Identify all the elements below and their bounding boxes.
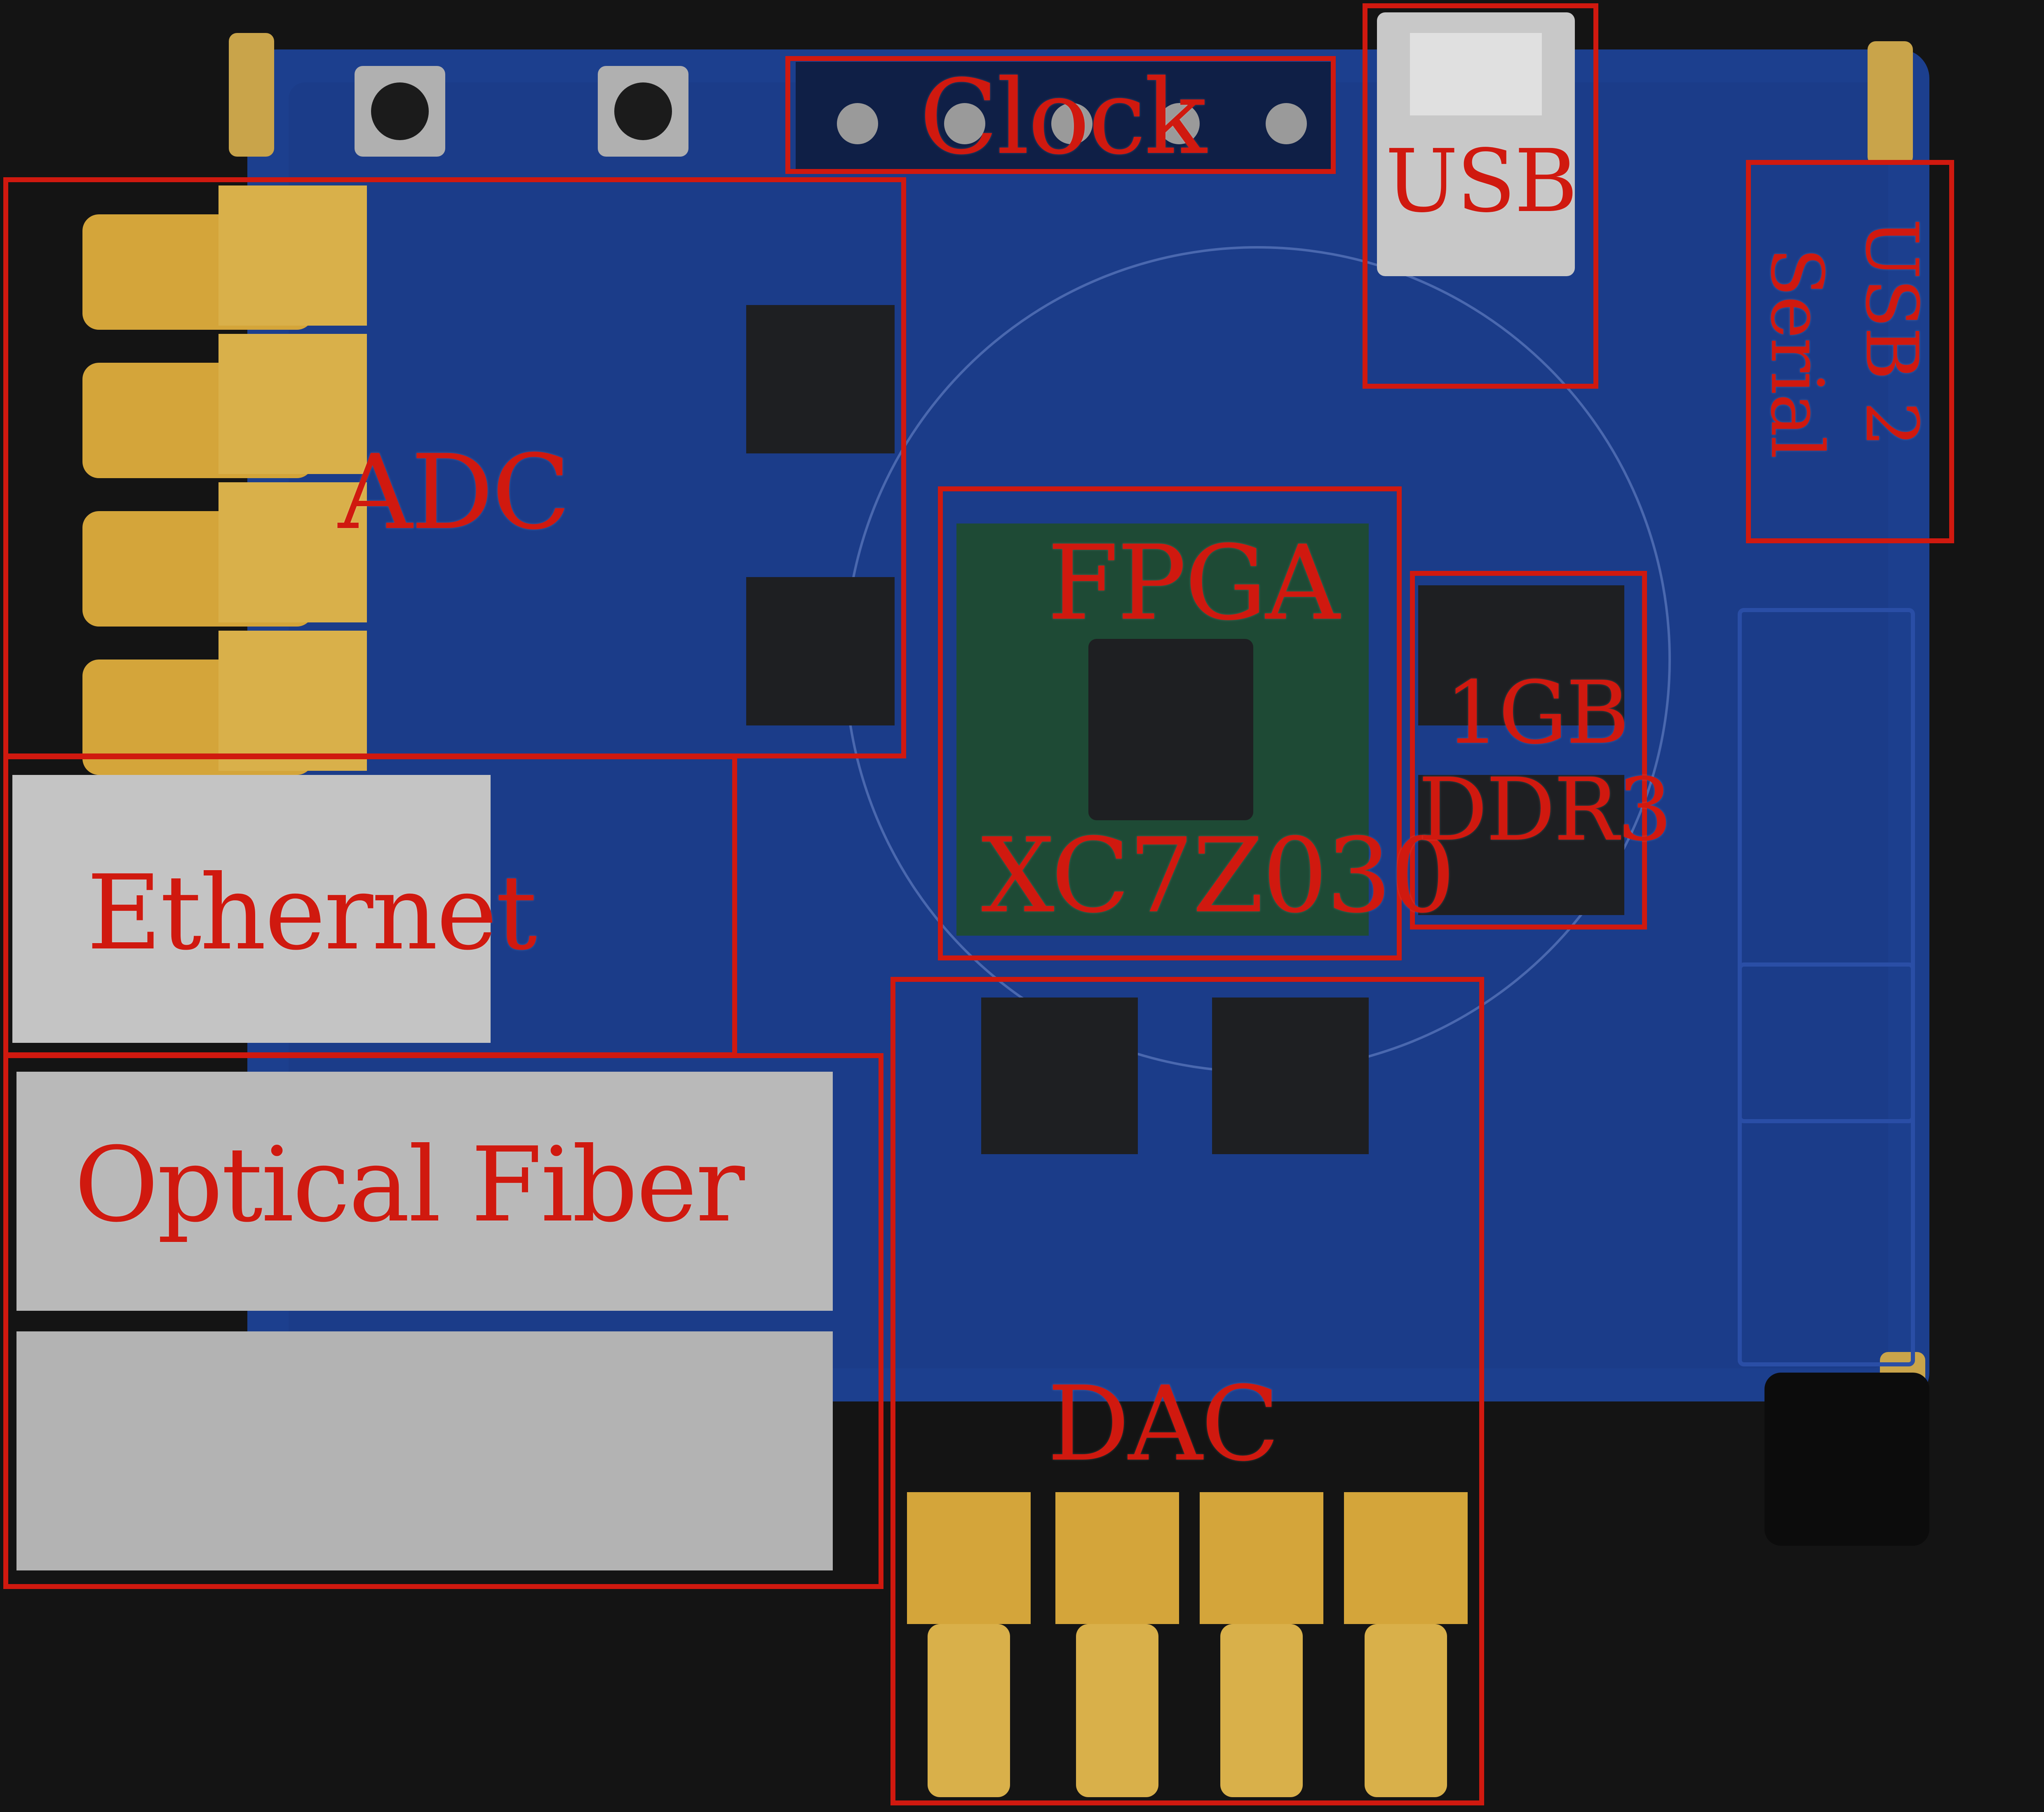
- ddr3-chip-2: [1418, 775, 1624, 915]
- adc-chip-2: [746, 577, 895, 725]
- clock-header-holes: [837, 103, 1307, 144]
- serial-label: Serial: [1755, 247, 1838, 458]
- dac-chip-2: [1212, 998, 1369, 1154]
- fpga-label: FPGA: [1047, 523, 1340, 643]
- fpga-part-label: XC7Z030: [981, 816, 1456, 936]
- ddr3-chip-1: [1418, 585, 1624, 725]
- usb-label: USB: [1385, 131, 1578, 232]
- sfp-cage-1: [16, 1072, 833, 1311]
- adc-sma-connectors: [82, 185, 367, 775]
- dac-callout: [890, 977, 1484, 1805]
- adc-label: ADC: [338, 432, 571, 552]
- dac-label: DAC: [1047, 1364, 1280, 1484]
- usb2-serial-callout: [1746, 160, 1954, 543]
- fpga-die: [1088, 639, 1253, 820]
- push-buttons: [355, 66, 688, 157]
- ethernet-jack: [12, 775, 491, 1043]
- optical-fiber-label: Optical Fiber: [74, 1125, 745, 1245]
- usb-callout: [1363, 3, 1598, 389]
- fpga-callout: [938, 486, 1402, 960]
- sfp-cage-2: [16, 1331, 833, 1570]
- ethernet-label: Ethernet: [87, 853, 537, 973]
- usb2-label: USB 2: [1849, 218, 1933, 446]
- dac-chip-1: [981, 998, 1138, 1154]
- clock-label: Clock: [919, 57, 1207, 177]
- memory-size-label: 1GB: [1445, 662, 1630, 763]
- power-jack: [1764, 1373, 1929, 1546]
- memory-type-label: DDR3: [1418, 759, 1672, 860]
- clock-callout: [785, 56, 1336, 174]
- header-pin-grid: [1738, 608, 1915, 1366]
- adc-chip-1: [746, 305, 895, 453]
- dac-sma-connectors: [907, 1492, 1468, 1797]
- ddr3-callout: [1410, 571, 1647, 929]
- optical-fiber-callout: [3, 1053, 883, 1589]
